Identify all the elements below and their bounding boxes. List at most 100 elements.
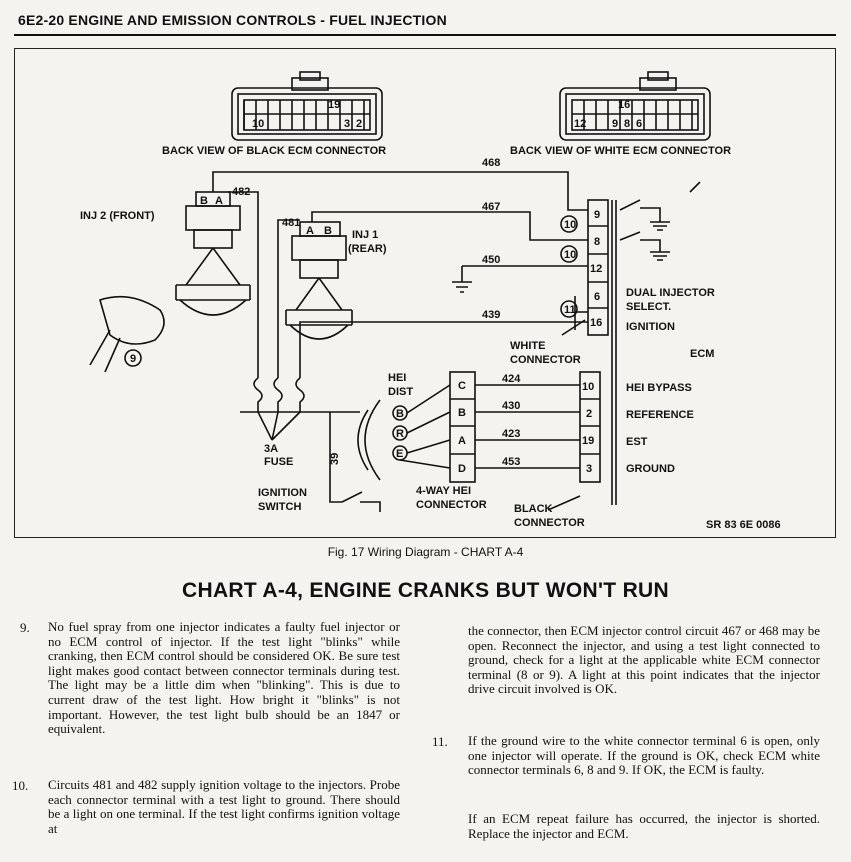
fuse-label-b: FUSE bbox=[264, 456, 293, 468]
callout-10: 10 bbox=[564, 219, 576, 231]
hei-dist-label-b: DIST bbox=[388, 386, 413, 398]
white-connector-label-b: CONNECTOR bbox=[510, 354, 581, 366]
figure-frame bbox=[14, 48, 836, 538]
wire-468 bbox=[212, 171, 588, 211]
inj2-pin: B bbox=[200, 195, 208, 207]
black-ecm-connector bbox=[231, 71, 383, 141]
black-pin: 10 bbox=[252, 118, 264, 130]
item-number-10: 10. bbox=[12, 778, 29, 793]
page-header: 6E2-20 ENGINE AND EMISSION CONTROLS - FU… bbox=[18, 12, 447, 28]
black-pin: 2 bbox=[356, 118, 362, 130]
final-paragraph: If an ECM repeat failure has occurred, t… bbox=[468, 811, 820, 841]
wire-482-label: 482 bbox=[232, 186, 250, 198]
paragraph-9: No fuel spray from one injector indicate… bbox=[48, 619, 400, 737]
dist-terminal: E bbox=[396, 448, 403, 460]
dist-terminal: R bbox=[396, 428, 404, 440]
item-number-11: 11. bbox=[432, 734, 448, 749]
black-terminal: 2 bbox=[586, 408, 592, 420]
white-terminal: 6 bbox=[594, 291, 600, 303]
hei-pin: A bbox=[458, 435, 466, 447]
hei-connector-label-b: CONNECTOR bbox=[416, 499, 487, 511]
item-number-9: 9. bbox=[20, 620, 30, 635]
dist-terminal: B bbox=[396, 408, 404, 420]
fuse-links bbox=[240, 377, 381, 512]
wire-467 bbox=[311, 211, 588, 241]
white-pin: 8 bbox=[624, 118, 630, 130]
fuse-label: 3A bbox=[264, 443, 278, 455]
wire-439 bbox=[299, 321, 588, 378]
ecm-switches bbox=[619, 181, 701, 261]
est-label: EST bbox=[626, 436, 648, 448]
paragraph-11: If the ground wire to the white connecto… bbox=[468, 733, 820, 778]
paragraph-10: Circuits 481 and 482 supply ignition vol… bbox=[48, 777, 400, 836]
hei-bypass-label: HEI BYPASS bbox=[626, 382, 692, 394]
wire-430-label: 430 bbox=[502, 400, 520, 412]
white-connector-stack bbox=[587, 199, 609, 336]
figure-caption: Fig. 17 Wiring Diagram - CHART A-4 bbox=[327, 545, 524, 559]
inj2-label: INJ 2 (FRONT) bbox=[80, 210, 155, 222]
callout-9: 9 bbox=[130, 353, 136, 365]
inj1-pin: B bbox=[324, 225, 332, 237]
wire-453-label: 453 bbox=[502, 456, 520, 468]
wire-439-label: 439 bbox=[482, 309, 500, 321]
ecm-label: ECM bbox=[690, 348, 714, 360]
hei-pin: D bbox=[458, 463, 466, 475]
hei-dist-label: HEI bbox=[388, 372, 406, 384]
wire-424-label: 424 bbox=[502, 373, 521, 385]
white-terminal: 8 bbox=[594, 236, 600, 248]
wire-481 bbox=[277, 219, 300, 378]
wire-450 bbox=[452, 265, 588, 293]
sr-code: SR 83 6E 0086 bbox=[706, 519, 781, 531]
black-pin: 19 bbox=[328, 99, 340, 111]
paragraph-10-continued: the connector, then ECM injector control… bbox=[468, 623, 820, 697]
white-terminal: 16 bbox=[590, 317, 602, 329]
wire-468-label: 468 bbox=[482, 157, 500, 169]
white-pin: 16 bbox=[618, 99, 630, 111]
injector-1 bbox=[285, 221, 353, 340]
white-pin: 9 bbox=[612, 118, 618, 130]
ignition-terminal-label: IGNITION bbox=[626, 321, 675, 333]
wire-481-label: 481 bbox=[282, 217, 300, 229]
ignition-switch-label: IGNITION bbox=[258, 487, 307, 499]
test-light-probe bbox=[89, 295, 165, 373]
black-pin: 3 bbox=[344, 118, 350, 130]
white-ecm-label: BACK VIEW OF WHITE ECM CONNECTOR bbox=[510, 145, 731, 157]
white-terminal: 9 bbox=[594, 209, 600, 221]
callout-11: 11 bbox=[564, 304, 576, 316]
wire-423-label: 423 bbox=[502, 428, 520, 440]
black-connector-stack bbox=[579, 371, 601, 483]
white-terminal: 12 bbox=[590, 263, 602, 275]
white-pin: 6 bbox=[636, 118, 642, 130]
wire-467-label: 467 bbox=[482, 201, 500, 213]
ecm-edge bbox=[611, 200, 617, 505]
hei-distributor bbox=[357, 384, 451, 481]
chart-title: CHART A-4, ENGINE CRANKS BUT WON'T RUN bbox=[182, 579, 669, 602]
black-connector-label: BLACK bbox=[514, 503, 553, 515]
header-rule bbox=[14, 34, 836, 36]
ignition-switch-label-b: SWITCH bbox=[258, 501, 301, 513]
black-terminal: 3 bbox=[586, 463, 592, 475]
wire-482 bbox=[228, 191, 259, 378]
black-connector-label-b: CONNECTOR bbox=[514, 517, 585, 529]
white-ecm-connector bbox=[559, 71, 711, 141]
inj2-pin: A bbox=[215, 195, 223, 207]
hei-connector-label: 4-WAY HEI bbox=[416, 485, 471, 497]
white-connector-label: WHITE bbox=[510, 340, 545, 352]
black-ecm-label: BACK VIEW OF BLACK ECM CONNECTOR bbox=[162, 145, 386, 157]
inj1-label-a: INJ 1 bbox=[352, 229, 378, 241]
reference-label: REFERENCE bbox=[626, 409, 694, 421]
black-terminal: 19 bbox=[582, 435, 594, 447]
callout-10: 10 bbox=[564, 249, 576, 261]
ground-label: GROUND bbox=[626, 463, 675, 475]
inj1-label-b: (REAR) bbox=[348, 243, 387, 255]
wire-450-label: 450 bbox=[482, 254, 500, 266]
wire-39-label: 39 bbox=[329, 453, 341, 465]
dual-injector-label: DUAL INJECTOR bbox=[626, 287, 715, 299]
inj1-pin: A bbox=[306, 225, 314, 237]
white-pin: 12 bbox=[574, 118, 586, 130]
hei-pin: B bbox=[458, 407, 466, 419]
hei-4way-connector bbox=[449, 371, 580, 483]
black-terminal: 10 bbox=[582, 381, 594, 393]
injector-2 bbox=[175, 191, 251, 316]
